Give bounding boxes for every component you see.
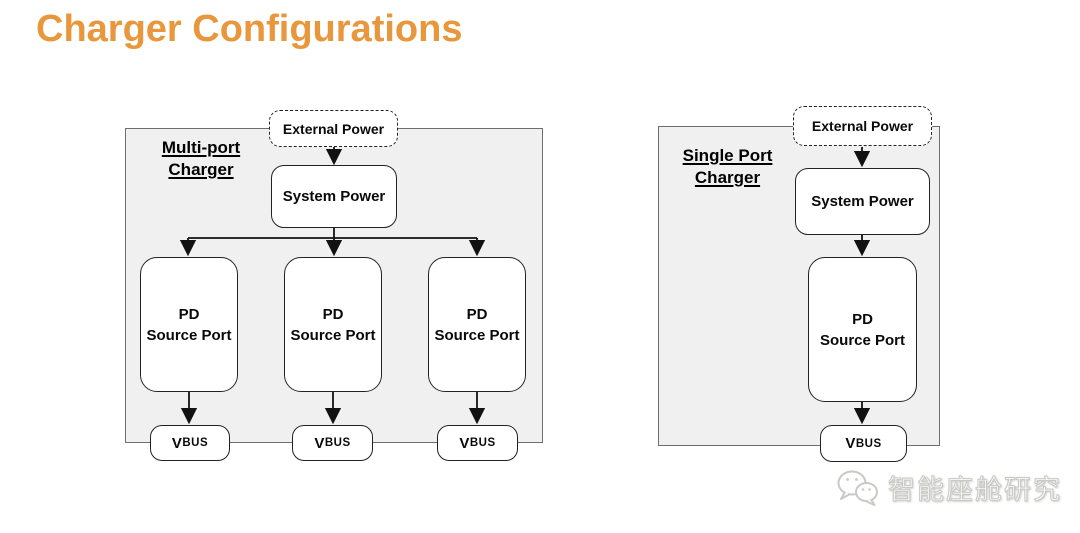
watermark: 智能座舱研究 xyxy=(836,468,1062,507)
system-power-node: System Power xyxy=(795,168,930,235)
pd-source-port-node: PD Source Port xyxy=(428,257,526,392)
vbus-label: V xyxy=(171,434,183,452)
vbus-label-small: BUS xyxy=(182,437,209,449)
pd-source-port-node: PD Source Port xyxy=(808,257,917,402)
vbus-label-small: BUS xyxy=(469,437,496,449)
vbus-label-small: BUS xyxy=(855,437,882,450)
watermark-text: 智能座舱研究 xyxy=(888,475,1062,506)
multi-port-charger-label: Multi-port Charger xyxy=(161,138,241,180)
external-power-node: External Power xyxy=(269,110,398,147)
vbus-label: V xyxy=(459,434,470,452)
vbus-label: V xyxy=(314,434,325,452)
vbus-label: V xyxy=(845,435,856,452)
single-port-charger-label: Single Port Charger xyxy=(682,146,773,188)
vbus-label-small: BUS xyxy=(324,437,351,449)
system-power-node: System Power xyxy=(271,165,397,228)
external-power-node: External Power xyxy=(793,106,932,146)
wechat-icon xyxy=(837,470,878,506)
pd-source-port-node: PD Source Port xyxy=(284,257,382,392)
page-title: Charger Configurations xyxy=(36,8,463,50)
pd-source-port-node: PD Source Port xyxy=(140,257,238,392)
